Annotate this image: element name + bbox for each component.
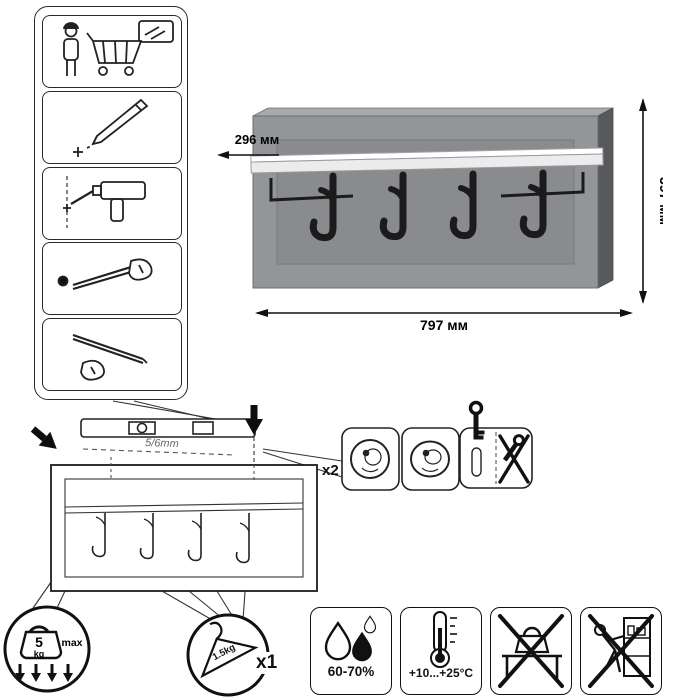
drill-size-note: 5/6mm xyxy=(145,437,179,450)
shelf xyxy=(250,147,604,174)
cam-lock-icon xyxy=(341,427,460,491)
temperature-box: +10...+25°C xyxy=(400,607,482,695)
width-dimension: 797 мм xyxy=(255,309,633,333)
hook-outlines xyxy=(91,513,250,564)
no-heavy-load-box xyxy=(490,607,572,695)
key-icon xyxy=(459,400,533,489)
installation-diagram: 5/6mm xyxy=(30,405,318,592)
step-purchase xyxy=(42,15,182,88)
humidity-box: 60-70% xyxy=(310,607,392,695)
no-drag-loaded-icon xyxy=(588,614,654,688)
width-label: 797 мм xyxy=(420,317,468,333)
drill-icon xyxy=(63,175,146,228)
shelf-rails xyxy=(269,172,585,202)
step-screw xyxy=(42,318,182,391)
mount-point-arrow-icon xyxy=(30,405,263,449)
panel-outline xyxy=(50,457,318,592)
hanger-qty-label: x1 xyxy=(254,652,280,674)
height-label: 397 мм xyxy=(657,177,663,225)
no-drag-box xyxy=(580,607,662,695)
water-drops-icon xyxy=(324,615,377,662)
coat-rack-illustration: 296 мм 397 мм 797 мм xyxy=(217,98,663,333)
thermometer-icon xyxy=(430,611,457,668)
down-arrows-icon xyxy=(15,664,73,682)
wall-plug-icon xyxy=(57,258,153,291)
no-heavy-load-icon xyxy=(498,614,564,688)
max-weight-unit: kg xyxy=(34,649,45,659)
assembly-steps-panel xyxy=(34,6,188,400)
max-weight-icon: 5 kg max xyxy=(3,605,91,693)
max-weight-value: 5 xyxy=(35,634,43,650)
humidity-label: 60-70% xyxy=(327,664,375,679)
temperature-label: +10...+25°C xyxy=(408,666,474,680)
shelf-depth-dimension: 296 мм xyxy=(217,132,279,159)
step-plug xyxy=(42,242,182,316)
shelf-depth-label: 296 мм xyxy=(235,132,280,147)
height-dimension: 397 мм xyxy=(639,98,663,304)
max-word: max xyxy=(61,637,82,649)
fastener-qty-label: x2 xyxy=(322,462,339,479)
mounting-screw-icon xyxy=(72,333,148,381)
shopping-cart-icon xyxy=(63,20,174,76)
hook-icon xyxy=(309,169,547,242)
spirit-level-icon xyxy=(80,418,256,438)
pencil-marking-icon xyxy=(73,98,149,157)
step-mark xyxy=(42,90,182,164)
step-drill xyxy=(42,166,182,240)
